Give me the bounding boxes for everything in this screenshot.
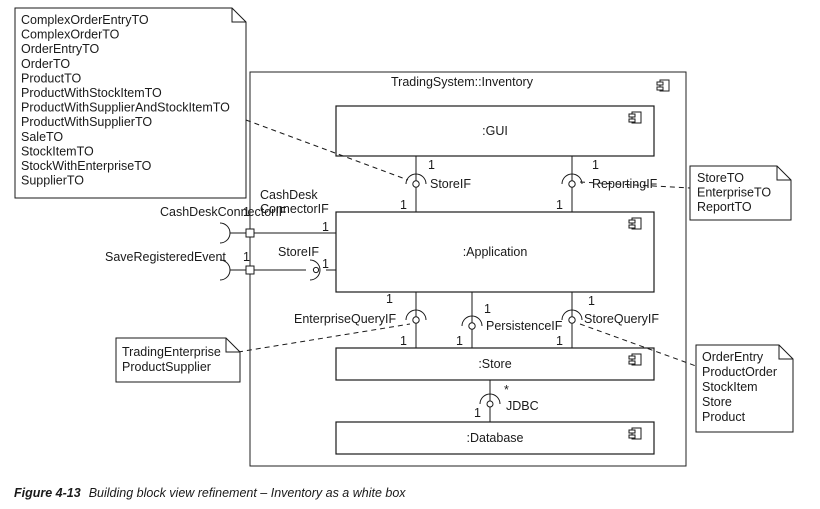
save-registered-event-label: SaveRegisteredEvent	[105, 250, 226, 264]
component-icon	[628, 427, 642, 440]
note-line: ProductWithStockItemTO	[21, 86, 162, 100]
store-objects-note: OrderEntryProductOrderStockItemStoreProd…	[695, 344, 794, 433]
gui-label: :GUI	[482, 124, 508, 138]
caption-text: Building block view refinement – Invento…	[88, 486, 406, 500]
enterprisequeryif-connector: 1 EnterpriseQueryIF 1	[294, 292, 427, 348]
note-line: EnterpriseTO	[697, 186, 771, 200]
multiplicity-label: 1	[400, 334, 407, 348]
cashdesk-port-label: ConnectorIF	[260, 202, 329, 216]
figure-caption: Figure 4-13 Building block view refinemen…	[14, 486, 406, 500]
multiplicity-label: 1	[400, 198, 407, 212]
jdbc-label: JDBC	[506, 399, 539, 413]
caption-label: Figure 4-13	[14, 486, 81, 500]
enterprisequeryif-label: EnterpriseQueryIF	[294, 312, 396, 326]
cashdesk-port: CashDesk ConnectorIF CashDeskConnectorIF…	[160, 188, 336, 244]
note-line: SaleTO	[21, 130, 63, 144]
multiplicity-label: 1	[322, 220, 329, 234]
multiplicity-label: 1	[386, 292, 393, 306]
note-line: OrderEntry	[702, 350, 764, 364]
multiplicity-label: 1	[428, 158, 435, 172]
note-line: ReportTO	[697, 200, 752, 214]
note-line: ComplexOrderEntryTO	[21, 13, 149, 27]
database-label: :Database	[467, 431, 524, 445]
persistenceif-connector: 1 PersistenceIF 1	[456, 292, 563, 348]
component-icon	[628, 217, 642, 230]
multiplicity-label: *	[504, 383, 509, 397]
note-line: StockItem	[702, 380, 758, 394]
multiplicity-label: 1	[456, 334, 463, 348]
multiplicity-label: 1	[484, 302, 491, 316]
note-line: OrderTO	[21, 57, 70, 71]
component-icon	[628, 111, 642, 124]
persistenceif-label: PersistenceIF	[486, 319, 563, 333]
gui-component: :GUI	[335, 105, 655, 157]
storequeryif-label: StoreQueryIF	[584, 312, 659, 326]
storequeryif-connector: 1 StoreQueryIF 1	[556, 292, 659, 348]
component-icon	[656, 79, 670, 92]
note-line: ComplexOrderTO	[21, 28, 120, 42]
multiplicity-label: 1	[243, 250, 250, 264]
note-line: SupplierTO	[21, 174, 84, 188]
note-line: StockWithEnterpriseTO	[21, 159, 152, 173]
note-line: ProductSupplier	[122, 360, 211, 374]
note-line: Store	[702, 395, 732, 409]
note-line: TradingEnterprise	[122, 345, 221, 359]
container-title: TradingSystem::Inventory	[391, 75, 534, 89]
note-line: ProductWithSupplierAndStockItemTO	[21, 101, 230, 115]
note-line: StockItemTO	[21, 144, 94, 158]
store-component: :Store	[335, 347, 655, 381]
multiplicity-label: 1	[322, 257, 329, 271]
multiplicity-label: 1	[556, 334, 563, 348]
reportingif-connector: 1 ReportingIF 1	[556, 156, 658, 212]
multiplicity-label: 1	[556, 198, 563, 212]
store-label: :Store	[478, 357, 511, 371]
multiplicity-label: 1	[243, 205, 250, 219]
storeif-gui-connector: 1 StoreIF 1	[400, 156, 471, 212]
cashdesk-external-label: CashDeskConnectorIF	[160, 205, 287, 219]
transfer-objects-note: ComplexOrderEntryTOComplexOrderTOOrderEn…	[14, 7, 247, 199]
multiplicity-label: 1	[592, 158, 599, 172]
note-text: OrderEntryProductOrderStockItemStoreProd…	[702, 350, 777, 424]
component-icon	[628, 353, 642, 366]
multiplicity-label: 1	[474, 406, 481, 420]
note-line: Product	[702, 410, 746, 424]
save-registered-event-port: SaveRegisteredEvent 1 StoreIF 1	[105, 245, 336, 281]
multiplicity-label: 1	[588, 294, 595, 308]
jdbc-connector: * JDBC 1	[474, 380, 539, 422]
storeif-gui-label: StoreIF	[430, 177, 471, 191]
component-diagram: TradingSystem::Inventory :GUI :Applicati…	[14, 7, 794, 467]
reportingif-label: ReportingIF	[592, 177, 658, 191]
note-line: ProductWithSupplierTO	[21, 115, 152, 129]
storeif-port-label: StoreIF	[278, 245, 319, 259]
application-label: :Application	[463, 245, 528, 259]
note-text: ComplexOrderEntryTOComplexOrderTOOrderEn…	[21, 13, 230, 188]
note-line: StoreTO	[697, 171, 744, 185]
note-line: ProductOrder	[702, 365, 777, 379]
cashdesk-port-label: CashDesk	[260, 188, 318, 202]
database-component: :Database	[335, 421, 655, 455]
application-component: :Application	[335, 211, 655, 293]
note-anchors	[237, 119, 697, 367]
note-line: OrderEntryTO	[21, 42, 100, 56]
note-line: ProductTO	[21, 71, 81, 85]
